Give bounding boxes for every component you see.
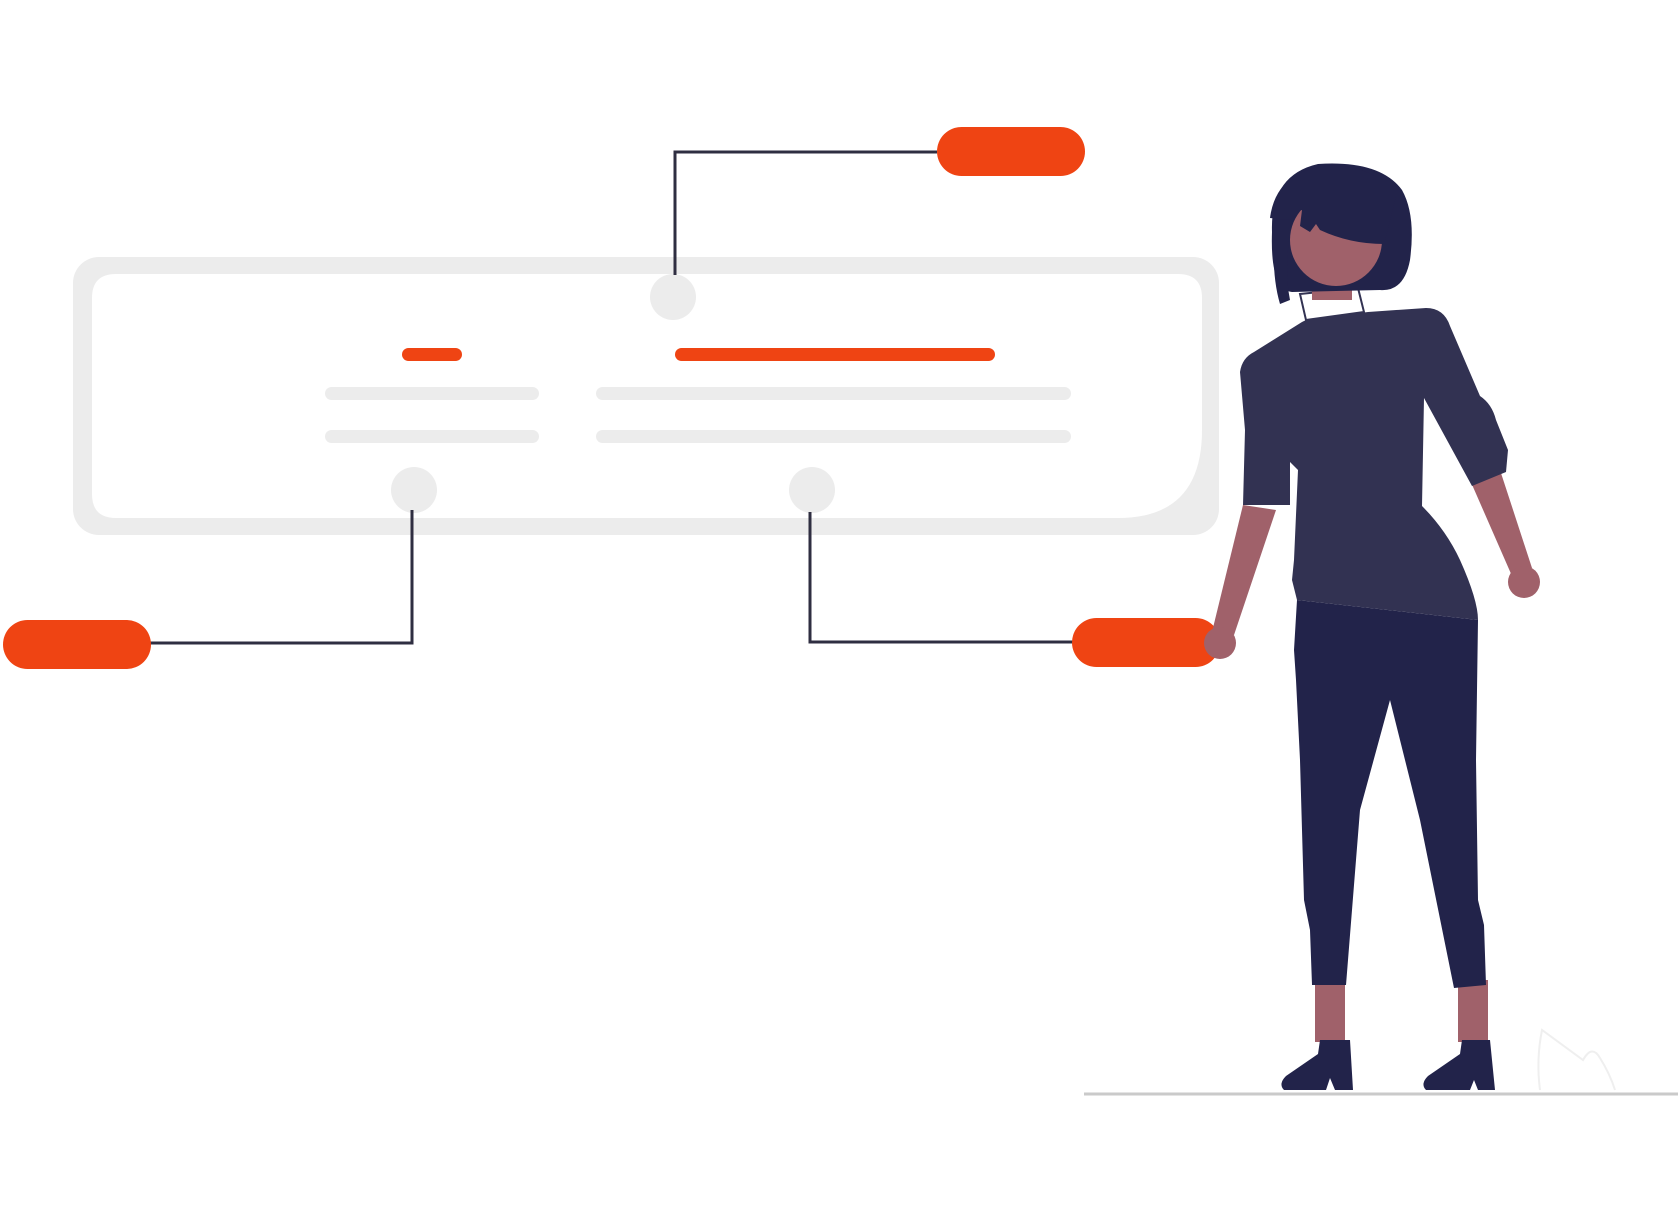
pants bbox=[1294, 600, 1486, 988]
right-ankle bbox=[1458, 980, 1488, 1042]
callout-left-pill bbox=[3, 620, 151, 669]
left-arm bbox=[1212, 505, 1276, 635]
left-shoe-icon bbox=[1281, 1040, 1353, 1090]
left-hand bbox=[1204, 627, 1236, 659]
connector-left bbox=[150, 510, 414, 645]
placeholder-line bbox=[596, 387, 1071, 400]
anchor-dot-bottom-right bbox=[789, 467, 835, 513]
plant-outline-icon bbox=[1537, 1028, 1616, 1091]
connectors bbox=[150, 150, 1075, 645]
connector-right bbox=[808, 512, 1075, 644]
right-arm bbox=[1470, 470, 1532, 576]
hair-bangs bbox=[1270, 165, 1396, 244]
placeholder-line bbox=[325, 387, 539, 400]
card-header-long-bar bbox=[675, 348, 995, 361]
hair-side-strand bbox=[1273, 220, 1290, 304]
anchor-dot-top bbox=[650, 274, 696, 320]
card-header-short-bar bbox=[402, 348, 462, 361]
callouts bbox=[3, 127, 1220, 669]
card-panel bbox=[73, 257, 1219, 535]
placeholder-line bbox=[325, 430, 539, 443]
right-shoe-icon bbox=[1423, 1040, 1495, 1090]
placeholder-line bbox=[596, 430, 1071, 443]
callout-top-pill bbox=[937, 127, 1085, 176]
connector-top bbox=[673, 150, 937, 275]
shirt bbox=[1240, 308, 1508, 620]
person-figure bbox=[1204, 163, 1540, 1090]
callout-right-pill bbox=[1072, 618, 1220, 667]
anchor-dot-bottom-left bbox=[391, 467, 437, 513]
left-ankle bbox=[1315, 980, 1345, 1042]
right-hand bbox=[1508, 566, 1540, 598]
